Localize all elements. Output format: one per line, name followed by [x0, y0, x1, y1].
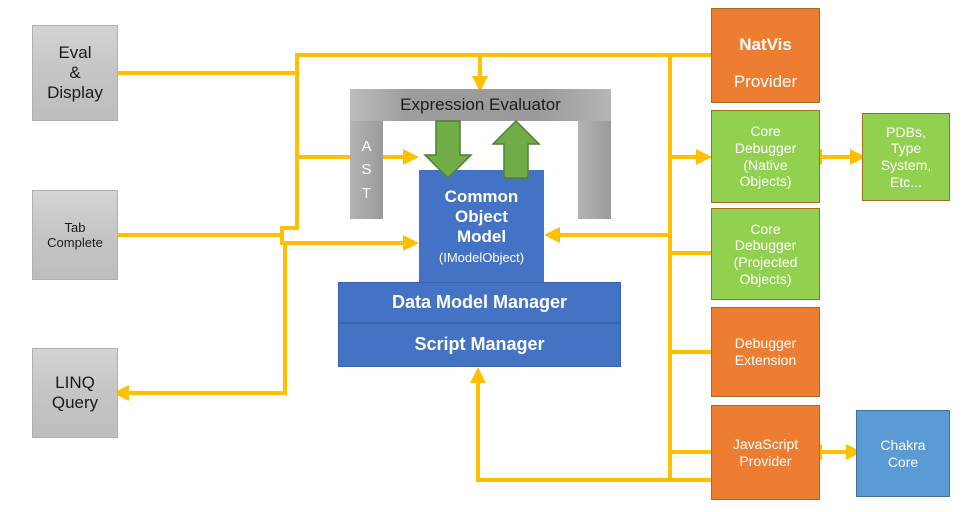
data-model-manager-box[interactable]: Data Model Manager — [338, 282, 621, 323]
client-label-eval-display: Eval & Display — [47, 42, 103, 103]
arrowhead-script-manager — [470, 367, 486, 383]
natvis-provider-box[interactable]: NatVis Provider — [711, 8, 820, 103]
chakra-core-label: Chakra Core — [880, 436, 926, 470]
client-label-linq-query: LINQ Query — [51, 372, 99, 412]
chakra-core-box[interactable]: Chakra Core — [856, 410, 950, 497]
arrowhead-ast — [403, 149, 419, 165]
ast-label: A S T — [350, 121, 383, 219]
natvis-provider-bold: NatVis — [739, 35, 792, 55]
script-manager-box[interactable]: Script Manager — [338, 323, 621, 367]
common-object-model-box[interactable]: Common Object Model (IModelObject) — [419, 170, 544, 283]
common-object-model-title: Common Object Model — [444, 186, 519, 246]
ast-letter-a: A — [361, 138, 372, 156]
arrowhead-providers-to-com — [544, 227, 560, 243]
client-label-tab-complete: Tab Complete — [47, 219, 103, 250]
wire-javascript-to-script-manager — [476, 379, 711, 482]
data-model-manager-label: Data Model Manager — [391, 291, 568, 312]
pdbs-type-system-box[interactable]: PDBs, Type System, Etc... — [862, 113, 950, 201]
debugger-extension-label: Debugger Extension — [734, 335, 797, 368]
javascript-provider-box[interactable]: JavaScript Provider — [711, 405, 820, 500]
arrowhead-left-to-com — [403, 235, 419, 251]
script-manager-label: Script Manager — [414, 334, 545, 355]
evaluator-header: Expression Evaluator — [350, 89, 611, 121]
common-object-model-interface: (IModelObject) — [438, 249, 525, 265]
evaluator-header-label: Expression Evaluator — [400, 95, 561, 114]
core-debugger-native-label: Core Debugger (Native Objects) — [734, 123, 797, 190]
wire-left-trunk-to-com — [280, 157, 407, 245]
ast-letter-s: S — [361, 161, 372, 179]
client-box-eval-display[interactable]: Eval & Display — [32, 25, 118, 121]
wire-eval-display-to-bus — [118, 53, 670, 75]
client-box-tab-complete[interactable]: Tab Complete — [32, 190, 118, 280]
core-debugger-projected-box[interactable]: Core Debugger (Projected Objects) — [711, 208, 820, 300]
javascript-provider-label: JavaScript Provider — [732, 435, 799, 469]
wire-to-linq-query — [125, 243, 287, 395]
natvis-provider-normal: Provider — [733, 72, 798, 92]
debugger-extension-box[interactable]: Debugger Extension — [711, 307, 820, 397]
ast-letter-t: T — [361, 184, 372, 202]
client-box-linq-query[interactable]: LINQ Query — [32, 348, 118, 438]
arrowhead-core-native — [696, 149, 712, 165]
core-debugger-projected-label: Core Debugger (Projected Objects) — [733, 220, 798, 287]
core-debugger-native-box[interactable]: Core Debugger (Native Objects) — [711, 110, 820, 203]
pdbs-type-system-label: PDBs, Type System, Etc... — [880, 123, 932, 190]
